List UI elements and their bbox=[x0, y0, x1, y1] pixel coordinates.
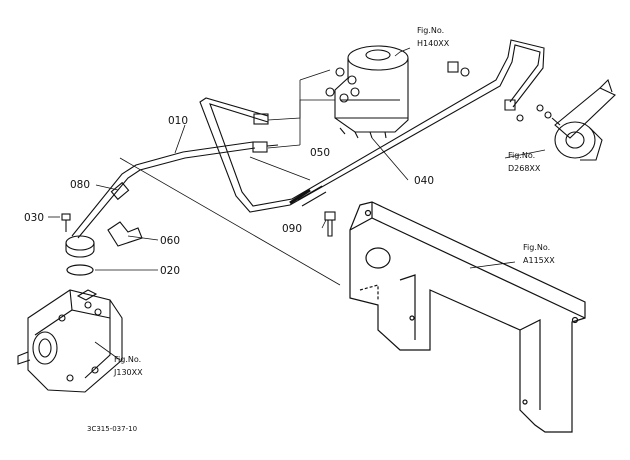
fig-h140-number: H140XX bbox=[417, 39, 450, 48]
fig-a115-number: A115XX bbox=[523, 256, 555, 265]
hose-050 bbox=[297, 185, 327, 207]
frame-bracket bbox=[349, 201, 586, 433]
label-010: 010 bbox=[168, 115, 188, 127]
injection-pump bbox=[536, 78, 616, 161]
o-ring-020 bbox=[66, 264, 94, 276]
fig-h140-title: Fig.No. bbox=[417, 26, 444, 35]
fig-a115-title: Fig.No. bbox=[523, 243, 550, 252]
fig-j130-title: Fig.No. bbox=[114, 355, 141, 364]
label-020: 020 bbox=[160, 265, 180, 277]
bolt-090 bbox=[324, 211, 336, 237]
drawing-code: 3C315-037-10 bbox=[87, 425, 137, 433]
label-040: 040 bbox=[414, 175, 434, 187]
label-030: 030 bbox=[24, 212, 44, 224]
clamp-080 bbox=[110, 181, 130, 201]
label-060: 060 bbox=[160, 235, 180, 247]
label-050: 050 bbox=[310, 147, 330, 159]
part-labels: 010 020 030 040 050 060 080 090 bbox=[24, 115, 434, 277]
leader-lines bbox=[48, 47, 546, 361]
fig-j130-number: J130XX bbox=[113, 368, 143, 377]
flange-030 bbox=[61, 213, 95, 258]
fig-d268-title: Fig.No. bbox=[508, 151, 535, 160]
fig-d268-number: D268XX bbox=[508, 164, 541, 173]
pipe-040 bbox=[199, 39, 545, 213]
fitting-injection bbox=[447, 61, 524, 122]
steering-valve bbox=[325, 45, 409, 139]
label-080: 080 bbox=[70, 179, 90, 191]
figure-refs: Fig.No. H140XX Fig.No. D268XX Fig.No. A1… bbox=[113, 26, 555, 377]
bracket-060 bbox=[107, 221, 143, 247]
hydraulic-pump bbox=[17, 289, 123, 393]
label-090: 090 bbox=[282, 223, 302, 235]
